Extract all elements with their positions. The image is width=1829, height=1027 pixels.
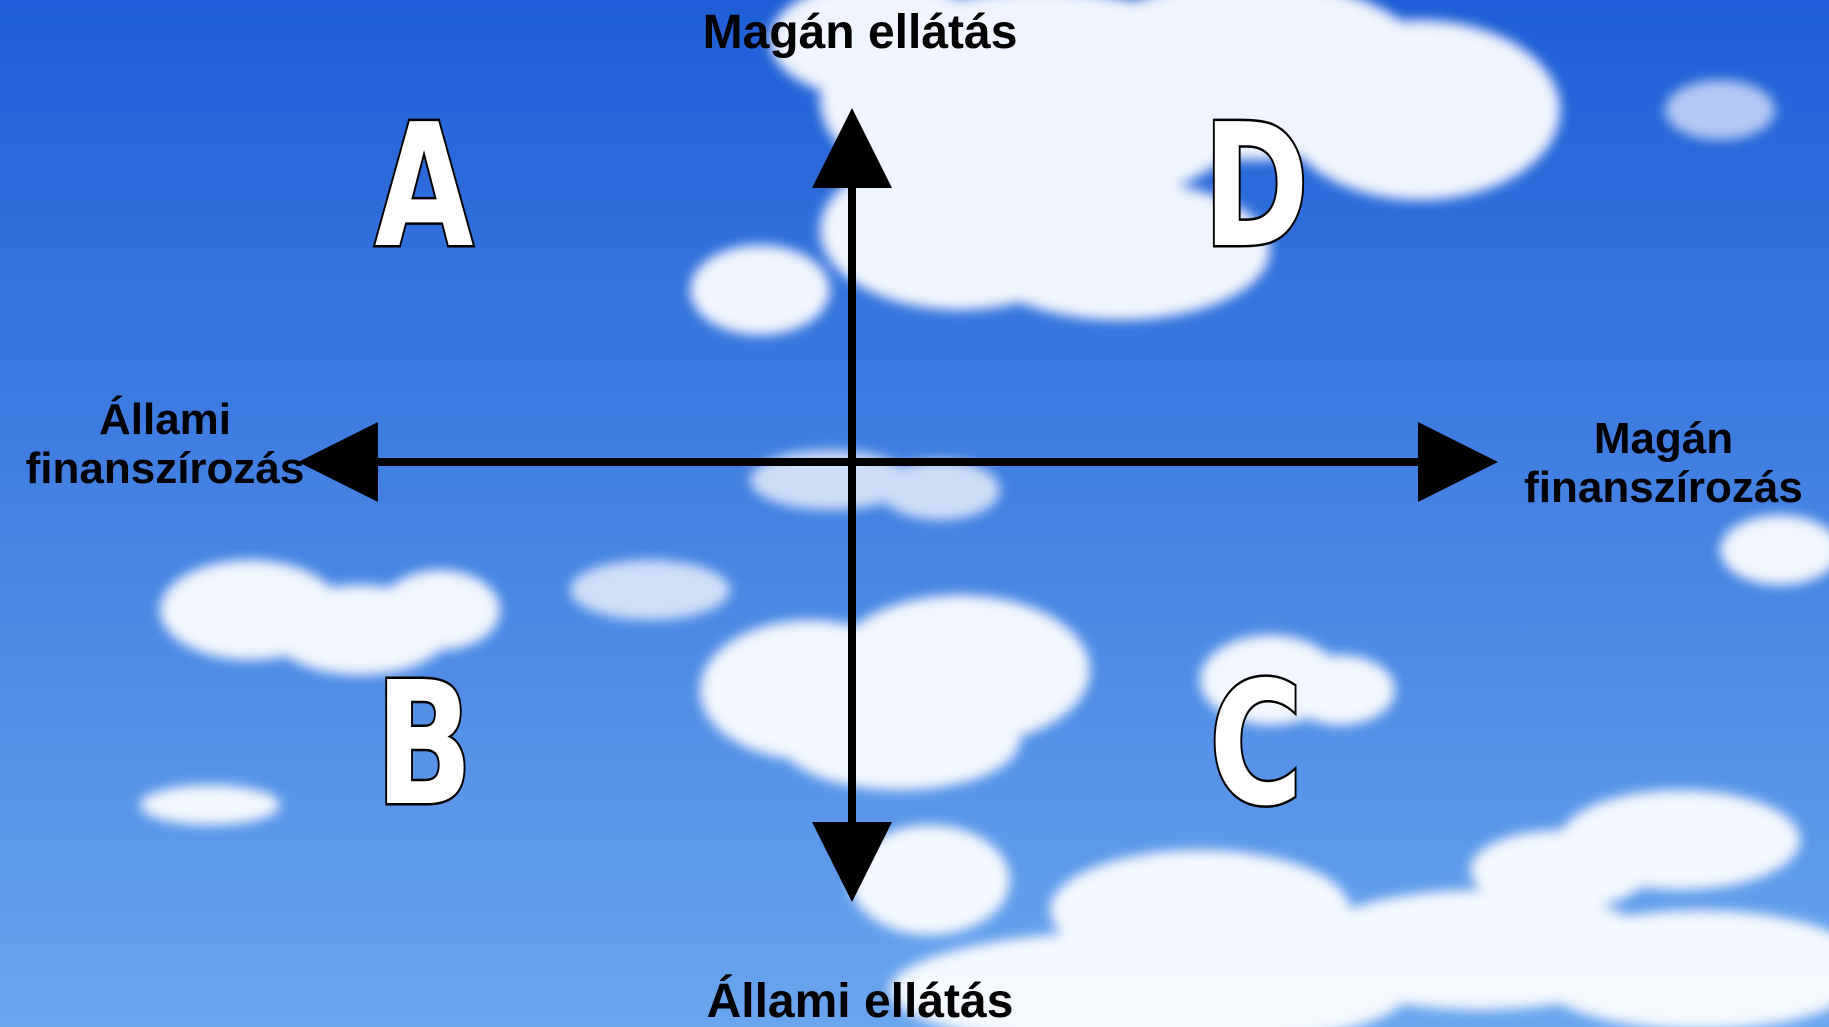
axis-label-bottom: Állami ellátás (706, 975, 1014, 1027)
axis-label-left-line-1: Állami (98, 395, 232, 444)
cloud-bottom (850, 790, 1829, 1027)
cloud-left (140, 560, 500, 825)
cloud-middle-lower (700, 595, 1090, 790)
axis-label-top: Magán ellátás (702, 6, 1018, 59)
axis-label-right-line-2: finanszírozás (1524, 463, 1803, 513)
cloud-center (570, 450, 1000, 620)
quadrant-b-label: B (375, 647, 472, 844)
quadrant-a-label: A (375, 89, 474, 286)
cloud-top-right (1665, 80, 1775, 140)
axis-label-left-line-2: finanszírozás (25, 444, 305, 494)
axes (298, 108, 1498, 902)
quadrant-letters: A D B C (372, 87, 1311, 846)
cloud-top-center (690, 0, 1560, 335)
axis-label-right-line-1: Magán (1593, 414, 1734, 463)
axis-label-left: Állami finanszírozás (0, 395, 330, 494)
cloud-right-middle (1200, 515, 1829, 725)
axis-label-right: Magán finanszírozás (1498, 414, 1829, 513)
quadrant-c-label: C (1209, 647, 1303, 844)
quadrant-d-label: D (1203, 89, 1309, 286)
clouds (140, 0, 1829, 1027)
